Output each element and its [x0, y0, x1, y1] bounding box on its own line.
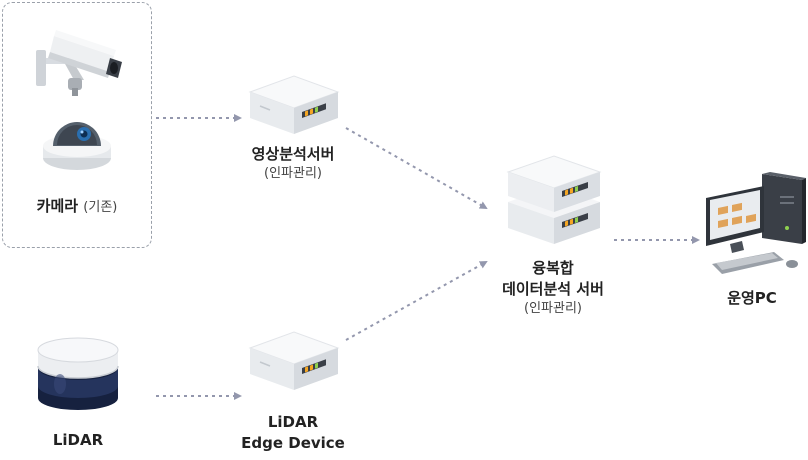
ops-pc-label: 운영PC [727, 289, 777, 307]
lidar-sensor-icon [37, 337, 119, 410]
video-server-note: (인파관리) [264, 166, 322, 181]
fusion-server-title-1: 융복합 [532, 259, 574, 277]
edge-edge-device-to-fusion [345, 261, 488, 341]
camera-group-box [2, 2, 152, 248]
camera-label-note: (기존) [83, 200, 118, 215]
edge-device-icon [248, 331, 340, 390]
camera-label: 카메라 (기존) [2, 196, 152, 218]
video-server-icon [248, 75, 340, 134]
video-server-label: 영상분석서버 (인파관리) [218, 144, 368, 183]
fusion-server-note: (인파관리) [524, 301, 582, 316]
fusion-server-icon [506, 155, 602, 244]
lidar-label: LiDAR [52, 431, 104, 449]
edge-device-title-2: Edge Device [241, 434, 345, 452]
dome-camera-icon [43, 122, 111, 170]
fusion-server-label: 융복합 데이터분석 서버 (인파관리) [478, 258, 628, 318]
fusion-server-title-2: 데이터분석 서버 [502, 280, 604, 298]
desktop-pc-icon [706, 172, 806, 274]
camera-label-main: 카메라 [36, 197, 79, 215]
edge-device-label: LiDAR Edge Device [218, 412, 368, 454]
video-server-title: 영상분석서버 [251, 145, 335, 163]
edge-device-title-1: LiDAR [267, 413, 319, 431]
bullet-camera-icon [36, 30, 122, 96]
edge-video-server-to-fusion [345, 127, 488, 209]
